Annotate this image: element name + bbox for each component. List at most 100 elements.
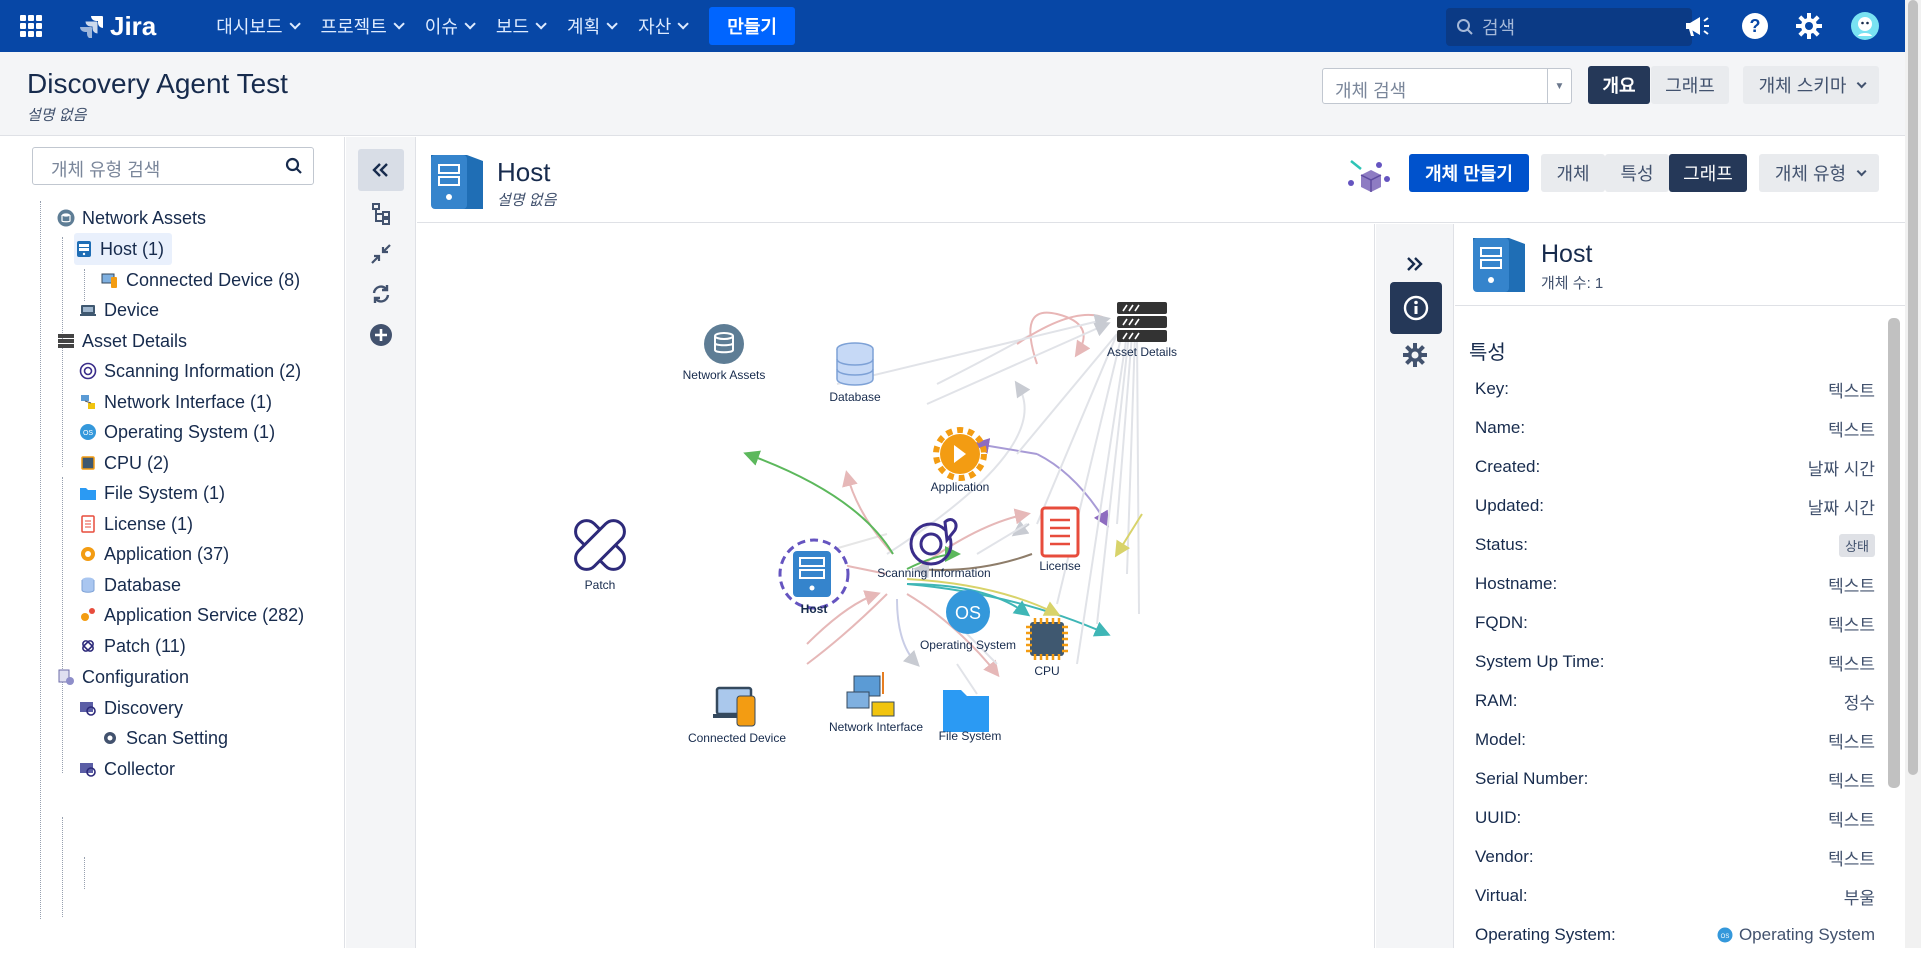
attribute-row[interactable]: UUID:텍스트 [1475,803,1875,833]
object-schema-dropdown[interactable]: 개체 스키마 [1743,66,1879,104]
object-type-graph[interactable]: Asset Details Network Assets Database Ap… [417,224,1375,948]
attribute-row[interactable]: Created:날짜 시간 [1475,452,1875,482]
attribute-row[interactable]: Updated:날짜 시간 [1475,491,1875,521]
tree-item-label: Scanning Information (2) [104,360,302,381]
tree-item-license[interactable]: License (1) [78,508,193,540]
expand-panel-icon[interactable] [1396,246,1432,282]
graph-node-file-system[interactable]: File System [939,690,1002,743]
tree-item-application[interactable]: Application (37) [78,538,229,570]
tree-item-application-service[interactable]: Application Service (282) [78,599,304,631]
network-assets-icon [704,324,744,364]
graph-node-asset-details[interactable]: Asset Details [1107,302,1177,359]
notifications-icon[interactable] [1681,11,1711,41]
shrink-icon[interactable] [368,241,394,267]
attribute-type: 정수 [1843,693,1875,713]
tree-item-discovery[interactable]: Discovery [78,692,183,724]
attribute-row[interactable]: Vendor:텍스트 [1475,842,1875,872]
detail-scrollbar[interactable] [1888,318,1900,788]
settings-gear-icon[interactable] [1794,11,1824,41]
tree-item-connected-device[interactable]: Connected Device (8) [100,264,300,296]
tree-item-scanning-information[interactable]: Scanning Information (2) [78,355,301,387]
attribute-row[interactable]: FQDN:텍스트 [1475,608,1875,638]
info-icon[interactable] [1390,282,1442,334]
tree-item-host[interactable]: Host (1) [74,233,173,265]
graph-node-operating-system[interactable]: OS Operating System [920,590,1016,652]
app-switcher-icon[interactable] [20,15,42,37]
collapse-panel-icon[interactable] [358,149,404,191]
avatar[interactable] [1850,11,1880,41]
scanning-icon [78,361,98,381]
graph-node-application[interactable]: Application [931,427,990,494]
attribute-row[interactable]: Serial Number:텍스트 [1475,764,1875,794]
gear-icon[interactable] [1402,342,1428,373]
attribute-key: Key: [1475,379,1510,398]
os-icon: OS [78,422,98,442]
tree-item-operating-system[interactable]: OS Operating System (1) [78,416,275,448]
graph-node-host[interactable]: Host [778,538,850,616]
help-icon[interactable]: ? [1740,11,1770,41]
attribute-row[interactable]: Name:텍스트 [1475,413,1875,443]
tree-item-patch[interactable]: Patch (11) [78,630,186,662]
menu-issues-label: 이슈 [424,17,458,37]
tree-item-network-interface[interactable]: Network Interface (1) [78,386,272,418]
add-icon[interactable] [368,322,394,348]
page-scrollbar-thumb[interactable] [1908,0,1918,775]
object-search-input[interactable]: 개체 검색 ▼ [1322,68,1572,104]
graph-node-license[interactable]: License [1039,506,1081,573]
import-icon[interactable] [1347,157,1393,199]
object-type-dropdown[interactable]: 개체 유형 [1759,154,1879,192]
tab-graph[interactable]: 그래프 [1651,66,1729,104]
tree-item-label: Connected Device (8) [126,269,301,290]
tree-item-device[interactable]: Device [78,294,159,326]
attribute-row[interactable]: System Up Time:텍스트 [1475,647,1875,677]
attribute-row[interactable]: Hostname:텍스트 [1475,569,1875,599]
graph-node-network-interface[interactable]: Network Interface [829,672,923,734]
graph-node-connected-device[interactable]: Connected Device [688,686,786,745]
chevron-down-icon [464,18,476,30]
search-icon[interactable] [285,157,303,175]
menu-dashboard[interactable]: 대시보드 [204,8,308,44]
tree-item-scan-setting[interactable]: Scan Setting [100,722,228,754]
create-object-button[interactable]: 개체 만들기 [1409,154,1529,192]
tab-attributes[interactable]: 특성 [1605,154,1669,192]
menu-projects[interactable]: 프로젝트 [309,8,413,44]
tab-objects[interactable]: 개체 [1541,154,1605,192]
tree-item-file-system[interactable]: File System (1) [78,477,225,509]
graph-node-database[interactable]: Database [829,342,881,404]
attribute-row[interactable]: Virtual:부울 [1475,881,1875,911]
graph-node-cpu[interactable]: CPU [1026,618,1068,678]
tree-item-collector[interactable]: Collector [78,753,175,785]
tab-overview[interactable]: 개요 [1588,66,1650,104]
graph-canvas[interactable]: Asset Details Network Assets Database Ap… [417,224,1375,948]
graph-node-scanning-information[interactable]: Scanning Information [877,518,991,580]
app-service-icon [78,605,98,625]
menu-assets[interactable]: 자산 [626,8,697,44]
attribute-row[interactable]: Key:텍스트 [1475,374,1875,404]
global-search-input[interactable]: 검색 [1446,8,1692,46]
attribute-row[interactable]: Model:텍스트 [1475,725,1875,755]
graph-node-network-assets[interactable]: Network Assets [683,324,766,382]
page-scrollbar[interactable] [1905,0,1921,948]
tree-item-network-assets[interactable]: Network Assets [56,202,206,234]
tree-item-cpu[interactable]: CPU (2) [78,447,169,479]
attribute-key: System Up Time: [1475,652,1605,671]
menu-issues[interactable]: 이슈 [413,8,484,44]
refresh-icon[interactable] [368,281,394,307]
menu-plans[interactable]: 계획 [555,8,626,44]
tab-graph-active[interactable]: 그래프 [1669,154,1747,192]
attribute-type: 날짜 시간 [1807,498,1875,518]
menu-boards[interactable]: 보드 [484,8,555,44]
create-button[interactable]: 만들기 [709,7,795,45]
attribute-row[interactable]: Status:상태 [1475,530,1875,560]
graph-node-patch[interactable]: Patch [571,516,629,592]
tree-item-database[interactable]: Database [78,569,181,601]
attribute-row[interactable]: RAM:정수 [1475,686,1875,716]
jira-logo[interactable]: Jira [80,11,156,42]
object-type-search-input[interactable]: 개체 유형 검색 [32,147,314,185]
tree-item-configuration[interactable]: Configuration [56,661,189,693]
dropdown-caret-icon[interactable]: ▼ [1547,69,1571,103]
hierarchy-icon[interactable] [368,201,394,227]
tree-item-asset-details[interactable]: Asset Details [56,325,187,357]
